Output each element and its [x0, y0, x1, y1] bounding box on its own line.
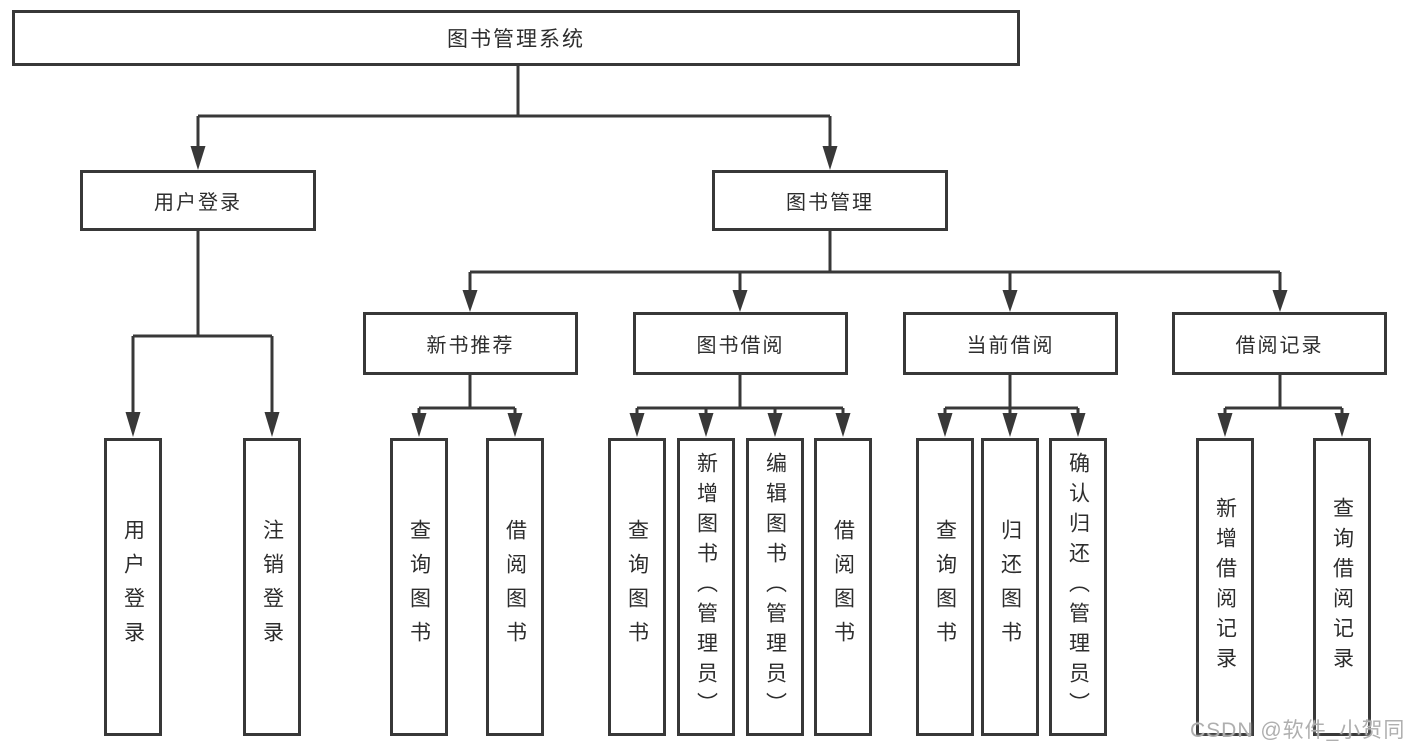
node-book-borrowing: 图书借阅 [633, 312, 848, 375]
leaf-records-query-record: 查询借阅记录 [1313, 438, 1371, 736]
node-library-system: 图书管理系统 [12, 10, 1020, 66]
node-book-borrowing-label: 图书借阅 [696, 335, 785, 357]
node-book-management: 图书管理 [712, 170, 948, 231]
connector-book-mgmt [468, 231, 1282, 294]
leaf-recommend-query-books-label: 查询图书 [407, 519, 431, 655]
leaf-borrowing-query-books-label: 查询图书 [625, 519, 649, 655]
leaf-borrowing-borrow-books-label: 借阅图书 [831, 519, 855, 655]
leaf-records-add-record-label: 新增借阅记录 [1213, 497, 1237, 677]
node-book-management-label: 图书管理 [786, 192, 874, 214]
leaf-current-return-books: 归还图书 [981, 438, 1039, 736]
leaf-borrowing-add-books-admin-label: 新增图书（管理员） [694, 452, 718, 722]
node-user-login: 用户登录 [80, 170, 316, 231]
leaf-borrowing-borrow-books: 借阅图书 [814, 438, 872, 736]
leaf-borrowing-edit-books-admin-label: 编辑图书（管理员） [763, 452, 787, 722]
leaf-logout-label: 注销登录 [260, 519, 284, 655]
leaf-recommend-borrow-books: 借阅图书 [486, 438, 544, 736]
connector-root [196, 66, 832, 150]
arrowheads [125, 146, 1350, 437]
leaf-current-confirm-return-admin-label: 确认归还（管理员） [1066, 452, 1090, 722]
leaf-current-return-books-label: 归还图书 [998, 519, 1022, 655]
leaf-borrowing-query-books: 查询图书 [608, 438, 666, 736]
connector-borrowing [635, 375, 845, 419]
watermark: CSDN @软件_小贺同学 [1190, 719, 1405, 742]
leaf-records-query-record-label: 查询借阅记录 [1330, 497, 1354, 677]
leaf-user-login: 用户登录 [104, 438, 162, 736]
node-current-borrowing: 当前借阅 [903, 312, 1118, 375]
connector-current [943, 375, 1080, 419]
node-new-book-recommendation: 新书推荐 [363, 312, 578, 375]
node-new-book-recommendation-label: 新书推荐 [426, 335, 515, 357]
leaf-records-add-record: 新增借阅记录 [1196, 438, 1254, 736]
leaf-logout: 注销登录 [243, 438, 301, 736]
leaf-recommend-query-books: 查询图书 [390, 438, 448, 736]
leaf-borrowing-edit-books-admin: 编辑图书（管理员） [746, 438, 804, 736]
node-borrowing-records-label: 借阅记录 [1235, 335, 1324, 357]
node-library-system-label: 图书管理系统 [447, 28, 585, 51]
connector-records [1223, 375, 1344, 419]
leaf-user-login-label: 用户登录 [121, 519, 145, 655]
connector-recommend [417, 375, 517, 419]
node-borrowing-records: 借阅记录 [1172, 312, 1387, 375]
leaf-current-confirm-return-admin: 确认归还（管理员） [1049, 438, 1107, 736]
node-user-login-label: 用户登录 [154, 192, 242, 214]
leaf-current-query-books: 查询图书 [916, 438, 974, 736]
connector-user-login [131, 231, 274, 416]
leaf-current-query-books-label: 查询图书 [933, 519, 957, 655]
leaf-recommend-borrow-books-label: 借阅图书 [503, 519, 527, 655]
leaf-borrowing-add-books-admin: 新增图书（管理员） [677, 438, 735, 736]
node-current-borrowing-label: 当前借阅 [966, 335, 1055, 357]
